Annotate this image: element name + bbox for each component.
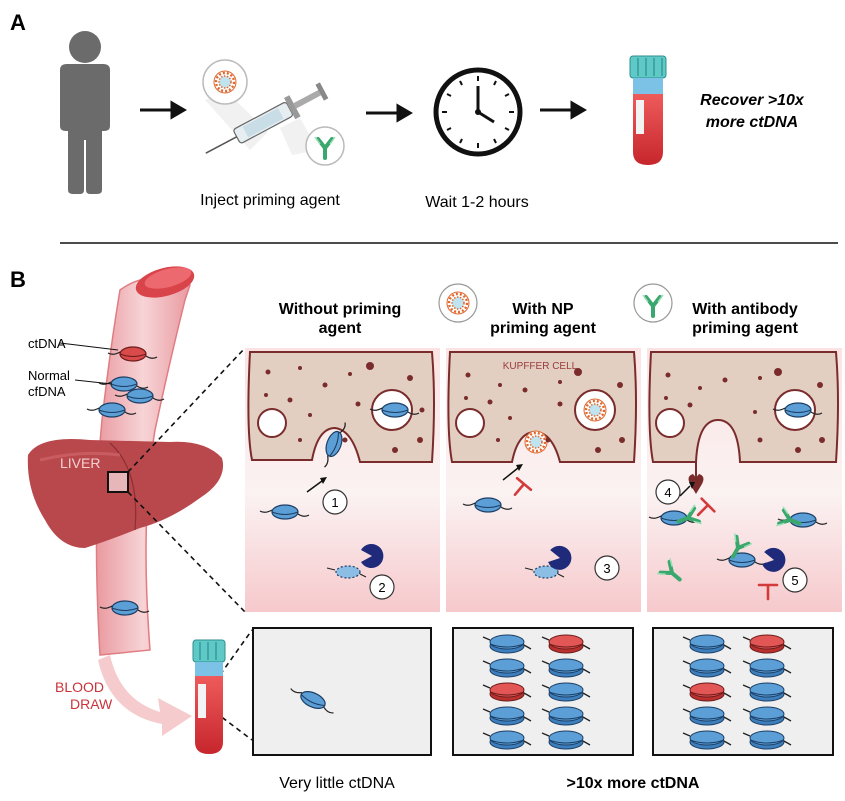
step-3-label: 3 [603, 561, 610, 576]
result-box-antibody-priming [652, 627, 834, 756]
column-title-2-line2: priming agent [490, 320, 596, 337]
liver-panel-np-priming: KUPFFER CELL 3 [446, 348, 641, 612]
arrow-icon [540, 100, 587, 120]
result-box-without-priming [252, 627, 432, 756]
liver-panel-antibody-priming: 4 5 [647, 348, 842, 612]
step-4-label: 4 [664, 485, 671, 500]
clock-icon [433, 67, 523, 157]
result-box-np-priming [452, 627, 634, 756]
liver-zoom-box [107, 471, 129, 493]
column-title-3-line1: With antibody [692, 301, 798, 318]
column-title-2-line1: With NP [512, 301, 574, 318]
nanoparticle-icon [445, 290, 471, 316]
normal-cfdna-label-line2: cfDNA [28, 384, 66, 399]
ctdna-leader-line [59, 342, 119, 351]
step-2-label: 2 [378, 580, 385, 595]
column-title-1-line2: agent [319, 320, 362, 337]
ctdna-label: ctDNA [28, 336, 66, 351]
inject-caption: Inject priming agent [200, 192, 340, 209]
panel-a-label: A [10, 10, 26, 35]
step-5-label: 5 [791, 573, 798, 588]
blood-tube-icon [629, 55, 667, 165]
zoom-line [214, 711, 253, 741]
column-title-3-line2: priming agent [692, 320, 798, 337]
blood-draw-label-line2: DRAW [70, 696, 113, 712]
recover-line2: more ctDNA [706, 114, 798, 131]
caption-more-ctdna: >10x more ctDNA [567, 775, 700, 792]
arrow-icon [366, 103, 413, 123]
liver-label: LIVER [60, 455, 100, 471]
caption-very-little-ctdna: Very little ctDNA [279, 775, 395, 792]
normal-cfdna-label-line1: Normal [28, 368, 70, 383]
syringe-icon [202, 59, 345, 166]
blood-draw-arrow [98, 655, 192, 736]
cfdna-leader-line [74, 379, 113, 385]
step-1-label: 1 [331, 495, 338, 510]
arrow-icon [140, 100, 187, 120]
blood-tube-icon [192, 639, 226, 754]
panel-b-label: B [10, 267, 26, 292]
zoom-line [127, 347, 246, 473]
kupffer-cell-label: KUPFFER CELL [503, 361, 578, 372]
column-title-1-line1: Without priming [279, 301, 402, 318]
zoom-line [127, 491, 246, 613]
wait-caption: Wait 1-2 hours [425, 194, 528, 211]
liver-organ [27, 439, 224, 548]
person-icon [60, 31, 110, 194]
blood-draw-label-line1: BLOOD [55, 679, 104, 695]
liver-panel-without-priming: 1 2 [245, 348, 440, 612]
recover-line1: Recover >10x [700, 92, 805, 109]
